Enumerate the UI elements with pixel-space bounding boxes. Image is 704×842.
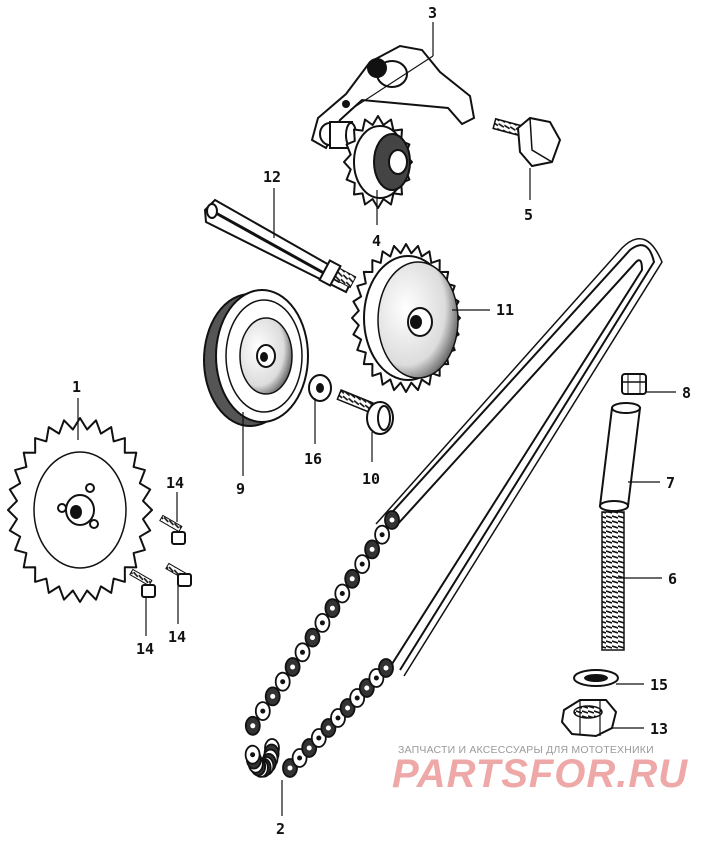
tensioner-spring-6 xyxy=(601,511,625,651)
callout-12: 12 xyxy=(263,168,281,186)
callout-9: 9 xyxy=(236,480,245,498)
callout-13: 13 xyxy=(650,720,668,738)
callout-5: 5 xyxy=(524,206,533,224)
plug-bolt-13 xyxy=(560,699,618,738)
callout-15: 15 xyxy=(650,676,668,694)
tensioner-sprocket-4 xyxy=(343,115,413,209)
callouts: 3 4 5 12 11 1 9 16 10 14 14 14 8 7 6 15 … xyxy=(72,4,691,838)
drive-sprocket-1 xyxy=(7,417,153,603)
callout-7: 7 xyxy=(666,474,675,492)
callout-6: 6 xyxy=(668,570,677,588)
watermark-tagline: ЗАПЧАСТИ И АКСЕССУАРЫ ДЛЯ МОТОТЕХНИКИ xyxy=(398,744,654,756)
callout-3: 3 xyxy=(428,4,437,22)
bolt-14-lower-left xyxy=(129,568,156,598)
roller-bolt-10 xyxy=(336,389,394,435)
push-rod-7 xyxy=(598,402,642,512)
tensioner-cap-8 xyxy=(621,373,647,395)
callout-10: 10 xyxy=(362,470,380,488)
bolt-14-upper xyxy=(159,514,186,545)
callout-4: 4 xyxy=(372,232,381,250)
callout-2: 2 xyxy=(276,820,285,838)
callout-14-lower-right: 14 xyxy=(168,628,186,646)
tensioner-shaft-12 xyxy=(203,198,357,294)
callout-8: 8 xyxy=(682,384,691,402)
washer-16 xyxy=(308,374,332,402)
hex-bolt-5 xyxy=(492,116,562,168)
callout-1: 1 xyxy=(72,378,81,396)
cam-chain-2 xyxy=(244,238,663,778)
callout-14-upper: 14 xyxy=(166,474,184,492)
sealing-washer-15 xyxy=(573,669,619,687)
callout-11: 11 xyxy=(496,301,514,319)
idler-sprocket-11 xyxy=(351,243,461,393)
watermark-logo: PARTSFOR.RU xyxy=(392,752,689,796)
bolt-14-lower-right xyxy=(165,562,192,587)
callout-14-lower-left: 14 xyxy=(136,640,154,658)
guide-roller-9 xyxy=(203,289,309,427)
tensioner-arm-3 xyxy=(310,44,476,150)
callout-16: 16 xyxy=(304,450,322,468)
leader-lines xyxy=(77,22,676,816)
